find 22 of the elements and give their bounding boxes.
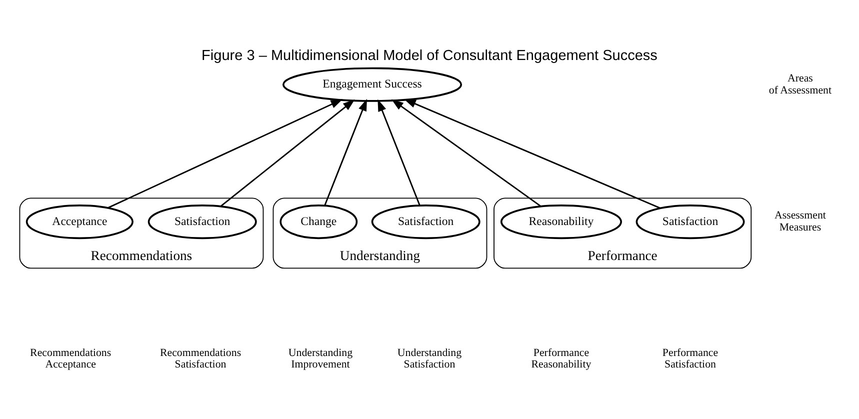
label: Understanding Satisfaction	[397, 346, 462, 370]
node-ellipse: Satisfaction	[148, 204, 257, 239]
arrow	[391, 98, 542, 206]
label: Assessment Measures	[774, 209, 826, 234]
node-ellipse: Satisfaction	[371, 204, 480, 239]
label: Performance Satisfaction	[662, 346, 718, 370]
node-ellipse: Satisfaction	[636, 204, 745, 239]
arrow	[404, 98, 661, 208]
node-ellipse: Change	[280, 204, 358, 239]
label: Recommendations Satisfaction	[160, 346, 242, 370]
label: Areas of Assessment	[768, 72, 832, 96]
arrow	[324, 98, 367, 206]
arrow	[107, 98, 343, 208]
node-ellipse: Acceptance	[26, 204, 134, 239]
diagram-title: Figure 3 – Multidimensional Model of Consultant Engagement Success	[202, 47, 658, 64]
label: Understanding Improvement	[288, 346, 353, 370]
arrow	[220, 98, 355, 206]
node-ellipse: Reasonability	[500, 204, 622, 239]
label: Performance Reasonability	[531, 346, 592, 370]
arrow	[378, 98, 420, 206]
node-ellipse: Engagement Success	[282, 66, 462, 102]
label: Recommendations Acceptance	[30, 346, 112, 370]
